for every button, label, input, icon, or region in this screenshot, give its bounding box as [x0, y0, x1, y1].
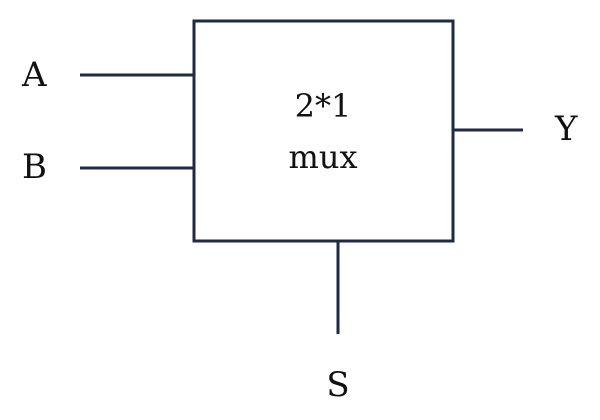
input-b-label: B [22, 147, 47, 187]
mux-block [192, 19, 455, 243]
input-a-label: A [21, 55, 47, 95]
mux-block-label-line1: 2*1 [295, 87, 352, 125]
output-y-label: Y [554, 109, 578, 149]
mux-block-label-line2: mux [289, 138, 358, 176]
select-s-label: S [326, 365, 349, 405]
